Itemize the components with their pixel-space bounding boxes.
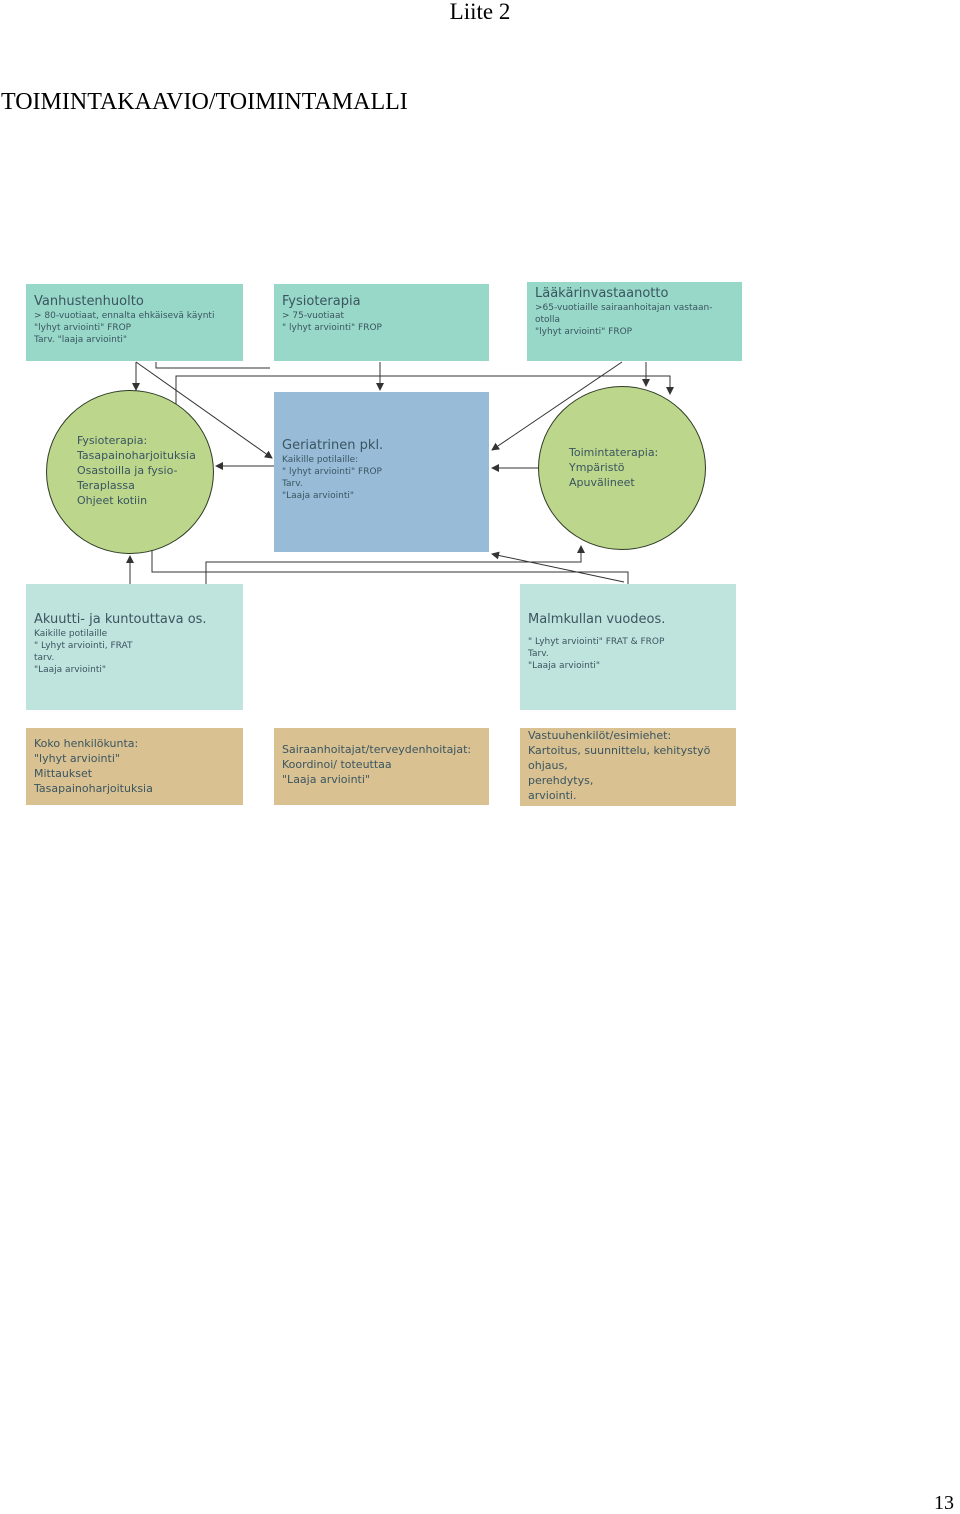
vanhustenhuolto-line: > 80-vuotiaat, ennalta ehkäisevä käynti: [34, 311, 215, 321]
laakarinvastaanotto-line: >65-vuotiaille sairaanhoitajan vastaan-: [535, 303, 713, 313]
henkilokunta-line: Mittaukset: [34, 767, 93, 780]
henkilokunta-line: Koko henkilökunta:: [34, 737, 139, 750]
malmkulla-line: "Laaja arviointi": [528, 661, 600, 671]
fysioterapia-circle-line: Osastoilla ja fysio-: [77, 464, 178, 477]
fysioterapia-heading: Fysioterapia: [282, 294, 361, 309]
connector-arrows: [126, 361, 674, 584]
arrow-top-connector-2: [155, 362, 270, 369]
arrow-laakari-geriatrinen: [491, 361, 623, 451]
vanhustenhuolto-heading: Vanhustenhuolto: [34, 294, 144, 309]
malmkulla-box: Malmkullan vuodeos. " Lyhyt arviointi" F…: [520, 584, 736, 710]
page-header: Liite 2: [449, 0, 511, 24]
toimintaterapia-circle-line: Apuvälineet: [569, 476, 635, 489]
arrow-lower-toimintaterapia: [205, 545, 585, 584]
fysioterapia-circle-line: Fysioterapia:: [77, 434, 148, 447]
akuutti-line: "Laaja arviointi": [34, 665, 106, 675]
geriatrinen-heading: Geriatrinen pkl.: [282, 438, 384, 453]
vastuuhenkilot-line: ohjaus,: [528, 759, 568, 772]
henkilokunta-line: Tasapainoharjoituksia: [34, 782, 153, 795]
toimintaterapia-circle-line: Toimintaterapia:: [569, 446, 659, 459]
vastuuhenkilot-box: Vastuuhenkilöt/esimiehet: Kartoitus, suu…: [520, 728, 736, 806]
arrow-malmkulla-geriatrinen: [491, 551, 625, 583]
laakarinvastaanotto-line: otolla: [535, 315, 561, 325]
fysioterapia-box: Fysioterapia > 75-vuotiaat " lyhyt arvio…: [274, 284, 489, 361]
fysioterapia-circle-line: Tasapainoharjoituksia: [77, 449, 196, 462]
arrow-vanhustenhuolto-geriatrinen: [135, 361, 273, 459]
henkilokunta-box: Koko henkilökunta: "lyhyt arviointi" Mit…: [26, 728, 243, 805]
flowchart-diagram: Vanhustenhuolto > 80-vuotiaat, ennalta e…: [26, 282, 742, 808]
document-title: TOIMINTAKAAVIO/TOIMINTAMALLI: [1, 89, 408, 115]
akuutti-box: Akuutti- ja kuntouttava os. Kaikille pot…: [26, 584, 243, 710]
akuutti-heading: Akuutti- ja kuntouttava os.: [34, 612, 207, 627]
laakarinvastaanotto-heading: Lääkärinvastaanotto: [535, 286, 669, 301]
malmkulla-line: Tarv.: [528, 649, 549, 659]
geriatrinen-line: "Laaja arviointi": [282, 491, 354, 501]
sairaanhoitajat-line: "Laaja arviointi": [282, 773, 370, 786]
vanhustenhuolto-line: "lyhyt arviointi" FROP: [34, 323, 132, 333]
fysioterapia-line: " lyhyt arviointi" FROP: [282, 323, 382, 333]
geriatrinen-line: " lyhyt arviointi" FROP: [282, 467, 382, 477]
henkilokunta-line: "lyhyt arviointi": [34, 752, 120, 765]
sairaanhoitajat-box: Sairaanhoitajat/terveydenhoitajat: Koord…: [274, 728, 489, 805]
vanhustenhuolto-box: Vanhustenhuolto > 80-vuotiaat, ennalta e…: [26, 284, 243, 361]
arrow-top-connector: [175, 375, 674, 404]
akuutti-line: " Lyhyt arviointi, FRAT: [34, 641, 133, 651]
vastuuhenkilot-line: perehdytys,: [528, 774, 594, 787]
geriatrinen-line: Tarv.: [282, 479, 303, 489]
fysioterapia-line: > 75-vuotiaat: [282, 311, 344, 321]
toimintaterapia-circle-line: Ympäristö: [569, 461, 625, 474]
malmkulla-line: " Lyhyt arviointi" FRAT & FROP: [528, 637, 665, 647]
sairaanhoitajat-line: Sairaanhoitajat/terveydenhoitajat:: [282, 743, 472, 756]
akuutti-line: tarv.: [34, 653, 55, 663]
vastuuhenkilot-line: Vastuuhenkilöt/esimiehet:: [528, 729, 672, 742]
sairaanhoitajat-line: Koordinoi/ toteuttaa: [282, 758, 392, 771]
vanhustenhuolto-line: Tarv. "laaja arviointi": [34, 335, 128, 345]
laakarinvastaanotto-line: "lyhyt arviointi" FROP: [535, 327, 633, 337]
page-number: 13: [934, 1492, 954, 1514]
geriatrinen-line: Kaikille potilaille:: [282, 455, 359, 465]
akuutti-line: Kaikille potilaille: [34, 629, 108, 639]
vastuuhenkilot-line: Kartoitus, suunnittelu, kehitystyö: [528, 744, 711, 757]
fysioterapia-circle-line: Teraplassa: [77, 479, 135, 492]
vastuuhenkilot-line: arviointi.: [528, 789, 577, 802]
arrow-lower-connector: [151, 550, 629, 584]
laakarinvastaanotto-box: Lääkärinvastaanotto >65-vuotiaille saira…: [527, 282, 742, 361]
fysioterapia-circle-line: Ohjeet kotiin: [77, 494, 148, 507]
geriatrinen-pkl-box: Geriatrinen pkl. Kaikille potilaille: " …: [274, 392, 489, 552]
toimintaterapia-circle: Toimintaterapia: Ympäristö Apuvälineet: [538, 386, 706, 550]
malmkulla-heading: Malmkullan vuodeos.: [528, 612, 666, 627]
fysioterapia-circle: Fysioterapia: Tasapainoharjoituksia Osas…: [46, 390, 214, 554]
